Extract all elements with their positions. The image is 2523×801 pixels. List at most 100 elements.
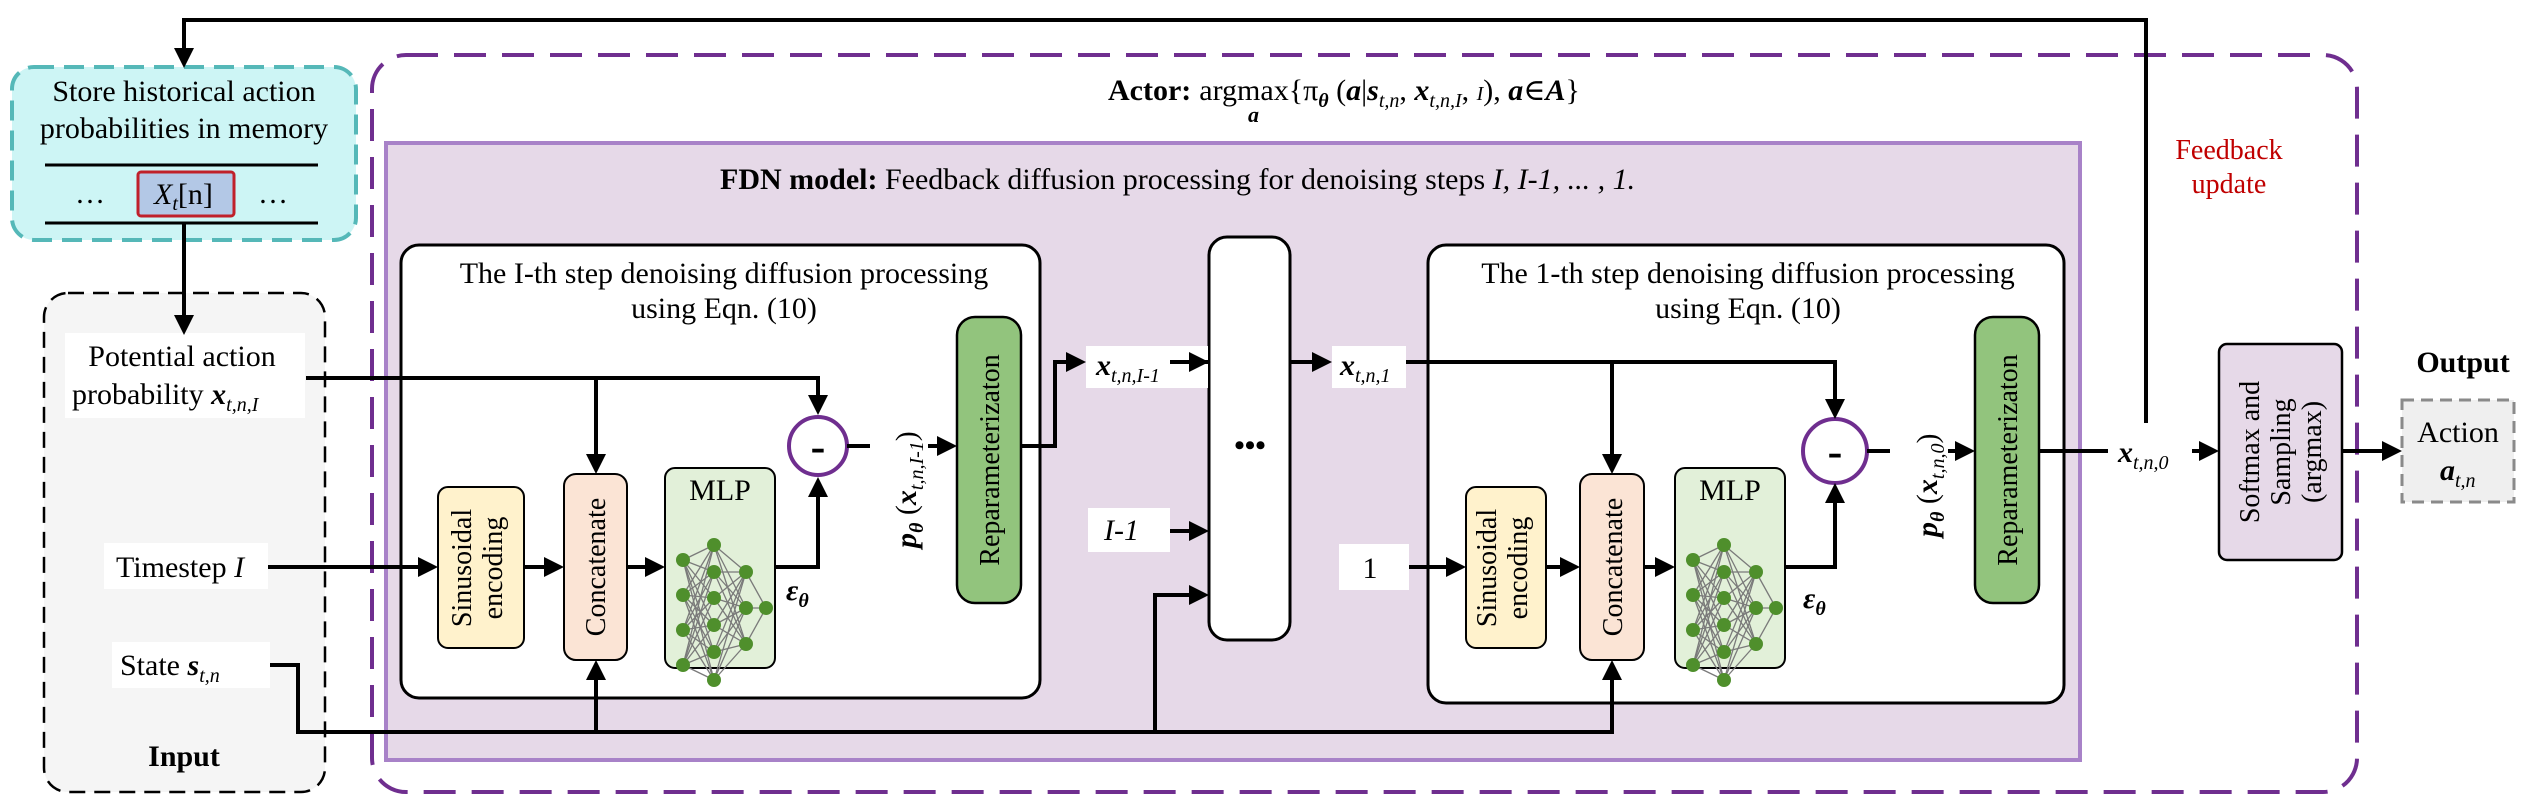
block-i-sin-line2: encoding xyxy=(478,517,509,620)
memory-box: Store historical action probabilities in… xyxy=(10,65,358,242)
action-box xyxy=(2400,398,2516,504)
mlp-edge xyxy=(682,624,715,666)
mlp-edge xyxy=(1723,607,1757,653)
mlp-node xyxy=(676,658,690,672)
block-i-concat-label: Concatenate xyxy=(581,498,612,636)
mlp-edge xyxy=(1723,544,1757,645)
mlp-edge xyxy=(1692,597,1725,631)
feedback-loop-arrow xyxy=(174,18,2148,423)
mlp-edge xyxy=(682,629,715,681)
softmax-line3: (argmax) xyxy=(2297,401,2328,503)
block-i-title-line1: The I-th step denoising diffusion proces… xyxy=(460,257,989,290)
mlp-node xyxy=(707,591,721,605)
softmax-line2: Sampling xyxy=(2266,398,2297,505)
mlp-to-minus-arrow-1 xyxy=(1785,483,1845,569)
feedback-label-line2: update xyxy=(2192,169,2267,200)
mlp-edge xyxy=(682,571,715,631)
mlp-edge xyxy=(1692,544,1725,666)
state-label-bg xyxy=(112,642,270,688)
mlp-node xyxy=(1717,538,1731,552)
mlp-node xyxy=(1749,601,1763,615)
block-i-repar-label: Reparameterizaton xyxy=(975,354,1006,565)
mlp-edge xyxy=(1723,607,1757,681)
block-1-title-line1: The 1-th step denoising diffusion proces… xyxy=(1481,257,2015,290)
block-1-epsilon: εθ xyxy=(1803,582,1826,620)
mlp-node xyxy=(1686,623,1700,637)
mlp-node xyxy=(1749,637,1763,651)
mlp-node xyxy=(707,645,721,659)
mlp-node xyxy=(759,601,773,615)
action-var: at,n xyxy=(2440,454,2476,492)
mlp-edge xyxy=(1692,544,1725,596)
block-i-title-line2: using Eqn. (10) xyxy=(631,292,817,325)
block-i-mlp-label: MLP xyxy=(689,474,751,507)
block-i-minus-sign: - xyxy=(811,422,826,471)
block-1-timestep-bg xyxy=(1339,544,1409,590)
mlp-node xyxy=(707,538,721,552)
block-1-title-line2: using Eqn. (10) xyxy=(1655,292,1841,325)
mlp-node xyxy=(1686,553,1700,567)
memory-cell xyxy=(136,170,236,218)
x1-to-minus-arrow xyxy=(1406,360,1845,419)
mlp-edge xyxy=(1723,544,1757,609)
block-1-mlp-network-icon xyxy=(1686,538,1783,687)
feedback-label-line1: Feedback xyxy=(2175,135,2282,166)
block-i-p-theta: pθ (xt,n,I-1) xyxy=(890,431,928,551)
x-i-minus-1-bg xyxy=(1086,346,1208,388)
state-label: State st,n xyxy=(120,649,220,687)
mlp-edge xyxy=(1723,571,1757,626)
potential-label-line1: Potential action xyxy=(88,340,275,373)
mlp-edge xyxy=(1692,544,1725,631)
mlp-edge xyxy=(713,607,747,653)
mlp-edge xyxy=(713,571,747,609)
mlp-edge xyxy=(682,544,715,666)
block-1-minus-sign: - xyxy=(1828,427,1843,476)
mlp-edge xyxy=(1723,571,1757,609)
middle-dots: ••• xyxy=(1234,429,1266,462)
repar-to-x-arrow-i xyxy=(1021,352,1086,448)
mlp-node xyxy=(1769,601,1783,615)
potential-label-bg xyxy=(65,333,305,418)
connections xyxy=(174,18,2402,734)
mlp-edge xyxy=(1723,643,1757,681)
mlp-edge xyxy=(682,594,715,653)
mlp-node xyxy=(1749,565,1763,579)
mlp-edge xyxy=(713,544,747,645)
memory-ellipsis-left: … xyxy=(75,177,105,210)
mlp-node xyxy=(707,565,721,579)
softmax-line1: Softmax and xyxy=(2235,381,2266,523)
block-1-p-theta: pθ (xt,n,0) xyxy=(1911,434,1949,540)
block-1-mlp-label: MLP xyxy=(1699,474,1761,507)
mlp-node xyxy=(739,637,753,651)
block-1-sin-line1: Sinusoidal xyxy=(1472,509,1503,627)
mlp-edge xyxy=(1692,624,1725,666)
mlp-node xyxy=(1717,618,1731,632)
mlp-edge xyxy=(682,559,715,626)
x-1-bg xyxy=(1332,346,1406,388)
block-i-mlp-network-icon xyxy=(676,538,773,687)
potential-to-minus-arrow xyxy=(306,376,828,415)
block-1-repar-label: Reparameterizaton xyxy=(1993,354,2024,565)
mlp-node xyxy=(1717,565,1731,579)
action-label: Action xyxy=(2417,416,2499,449)
mlp-edge xyxy=(682,571,715,666)
mlp-edge xyxy=(1692,594,1725,681)
block-1-reparameterization xyxy=(1973,315,2041,605)
x-i-minus-1-label: xt,n,I-1 xyxy=(1095,349,1160,387)
mlp-edge xyxy=(1692,594,1725,653)
mlp-edge xyxy=(713,571,747,653)
memory-title-line2: probabilities in memory xyxy=(40,112,328,145)
mlp-node xyxy=(1686,588,1700,602)
mlp-node xyxy=(676,553,690,567)
middle-steps-block xyxy=(1207,235,1292,642)
state-to-middle-arrow xyxy=(1153,585,1209,732)
mlp-node xyxy=(676,588,690,602)
x-0-label: xt,n,0 xyxy=(2117,436,2169,474)
mlp-edge xyxy=(682,597,715,631)
block-i-reparameterization xyxy=(955,315,1023,605)
mlp-edge xyxy=(713,643,747,681)
mlp-node xyxy=(707,673,721,687)
mlp-edge xyxy=(682,559,715,599)
x-1-label: xt,n,1 xyxy=(1339,349,1391,387)
state-bus-to-concat-1 xyxy=(270,660,1622,734)
